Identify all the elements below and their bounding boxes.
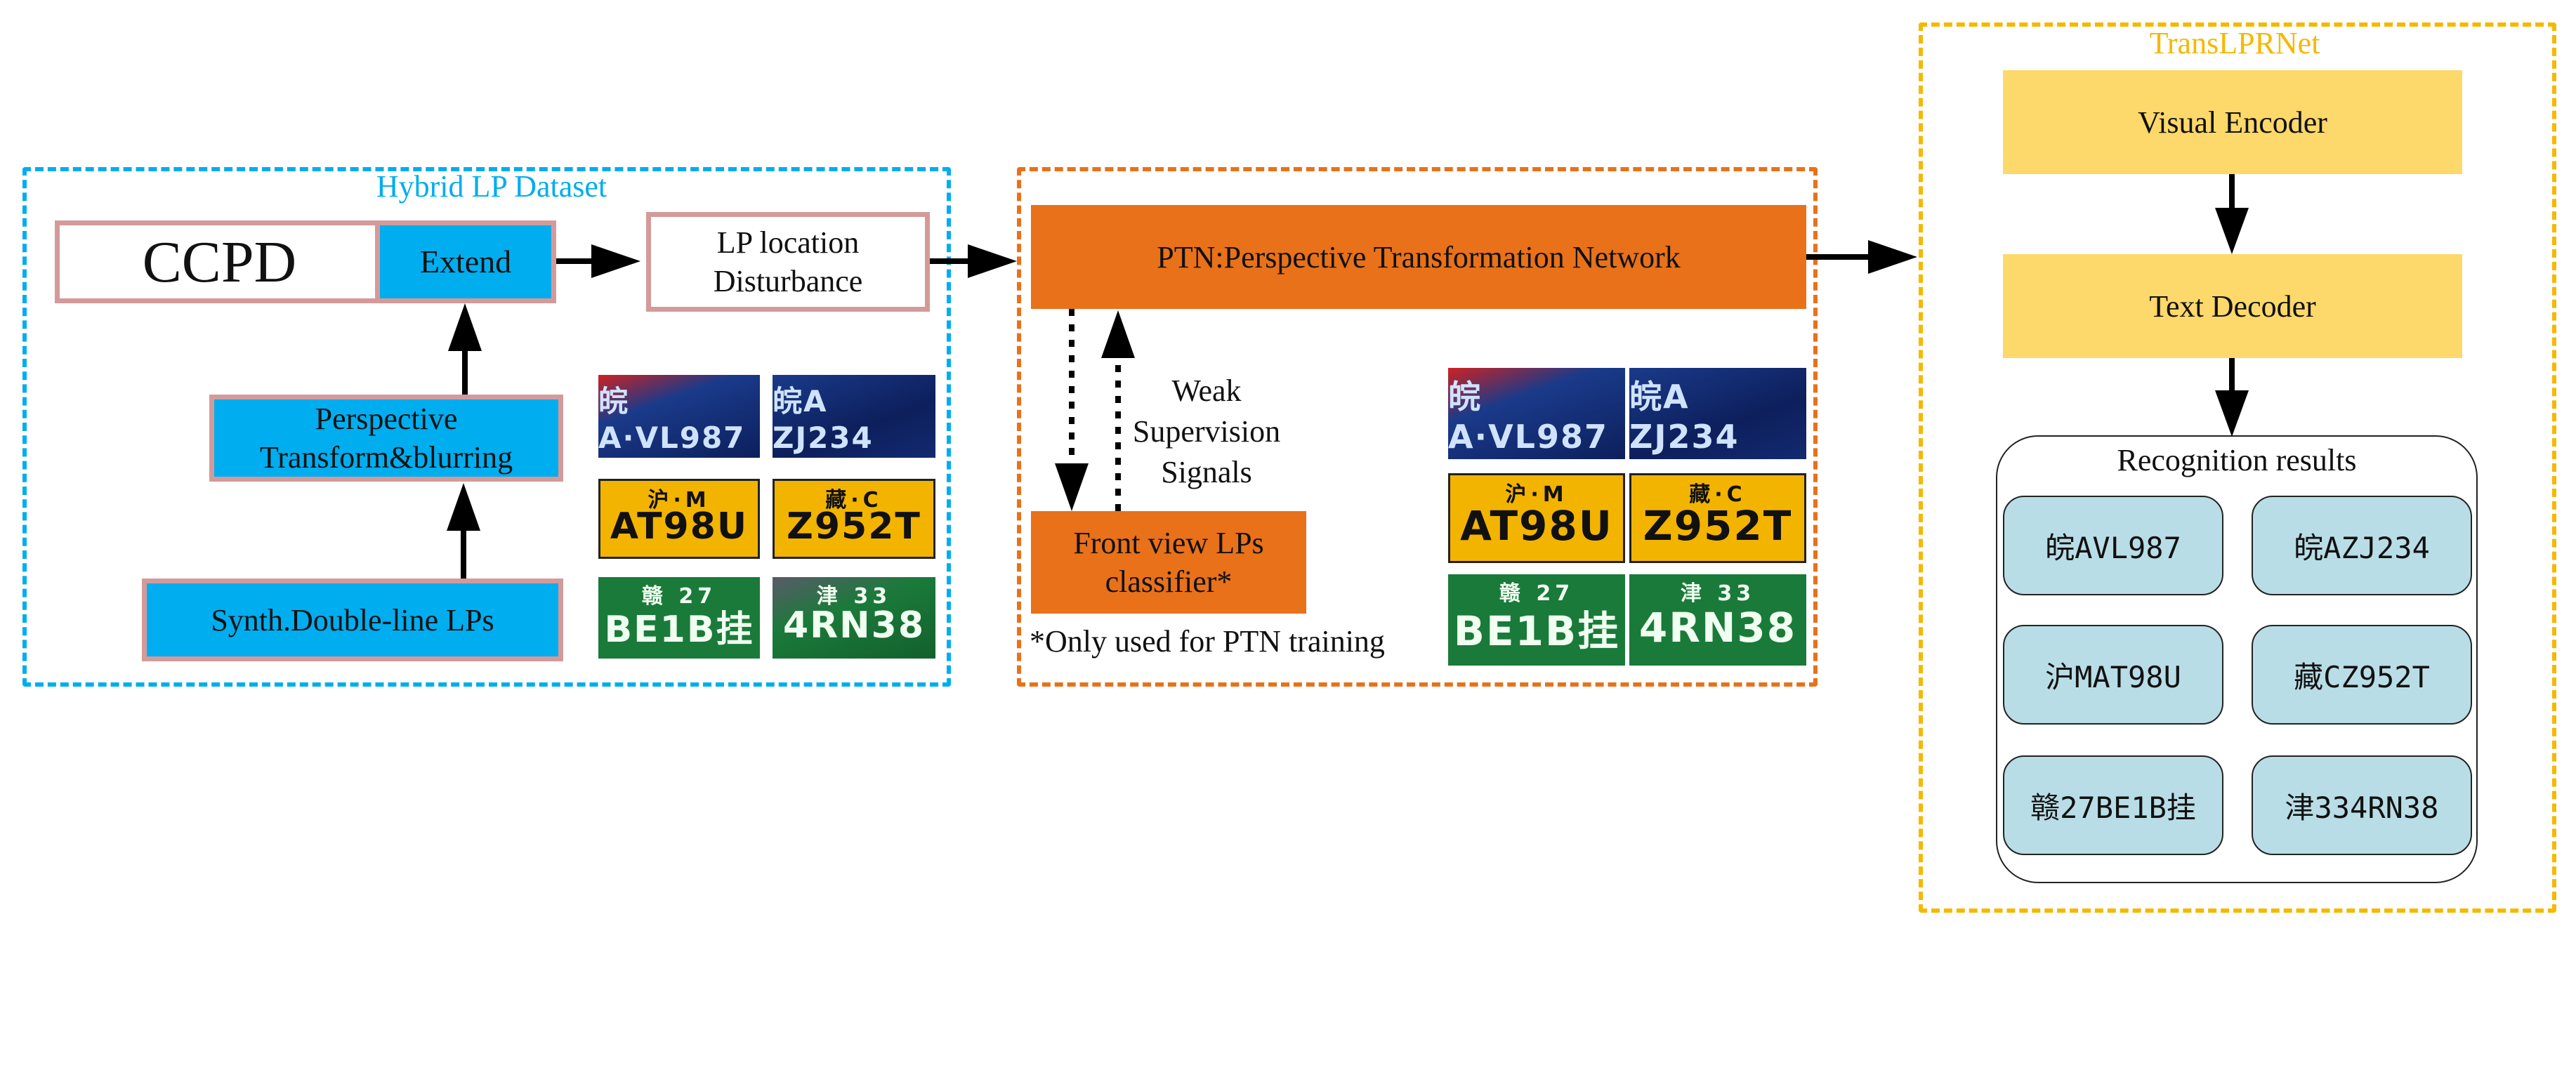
arrowhead bbox=[591, 244, 640, 278]
recognition-result-item: 赣27BE1B挂 bbox=[2003, 755, 2223, 855]
recognition-result-item: 皖AVL987 bbox=[2003, 496, 2223, 595]
text-decoder-box: Text Decoder bbox=[2003, 254, 2462, 358]
plate-sample: 皖A·VL987 bbox=[598, 375, 760, 458]
translprnet-title: TransLPRNet bbox=[2149, 26, 2320, 60]
front-view-classifier-box: Front view LPs classifier* bbox=[1031, 511, 1306, 614]
recognition-results-title: Recognition results bbox=[2117, 443, 2357, 477]
translprnet-group bbox=[1919, 22, 2556, 913]
ccpd-box: CCPD bbox=[55, 220, 379, 303]
visual-encoder-box: Visual Encoder bbox=[2003, 70, 2462, 174]
arrowhead bbox=[1101, 310, 1135, 358]
ptn-training-note: *Only used for PTN training bbox=[1030, 624, 1385, 659]
recognition-result-item: 沪MAT98U bbox=[2003, 625, 2223, 725]
arrowhead bbox=[968, 244, 1017, 278]
perspective-transform-box: Perspective Transform&blurring bbox=[209, 395, 563, 482]
extend-box: Extend bbox=[375, 220, 556, 303]
arrowhead bbox=[2215, 390, 2249, 437]
weak-supervision-label: Weak Supervision Signals bbox=[1132, 374, 1281, 490]
plate-sample: 皖A ZJ234 bbox=[1629, 368, 1806, 459]
recognition-result-item: 津334RN38 bbox=[2252, 755, 2472, 855]
hybrid-lp-dataset-group bbox=[22, 167, 951, 687]
arrowhead bbox=[1868, 240, 1917, 274]
arrowhead bbox=[1055, 463, 1089, 511]
plate-sample: 皖A·VL987 bbox=[1448, 368, 1625, 459]
synth-double-line-box: Synth.Double-line LPs bbox=[142, 579, 563, 661]
arrowhead bbox=[448, 303, 482, 351]
arrowhead bbox=[447, 483, 480, 531]
ptn-box: PTN:Perspective Transformation Network bbox=[1031, 205, 1806, 309]
hybrid-lp-dataset-title: Hybrid LP Dataset bbox=[376, 169, 607, 204]
recognition-result-item: 皖AZJ234 bbox=[2252, 496, 2472, 595]
lp-location-disturbance-box: LP location Disturbance bbox=[646, 212, 930, 312]
recognition-result-item: 藏CZ952T bbox=[2252, 625, 2472, 725]
plate-sample: 皖A ZJ234 bbox=[773, 375, 935, 458]
arrowhead bbox=[2215, 208, 2249, 254]
ptn-group bbox=[1017, 167, 1818, 687]
